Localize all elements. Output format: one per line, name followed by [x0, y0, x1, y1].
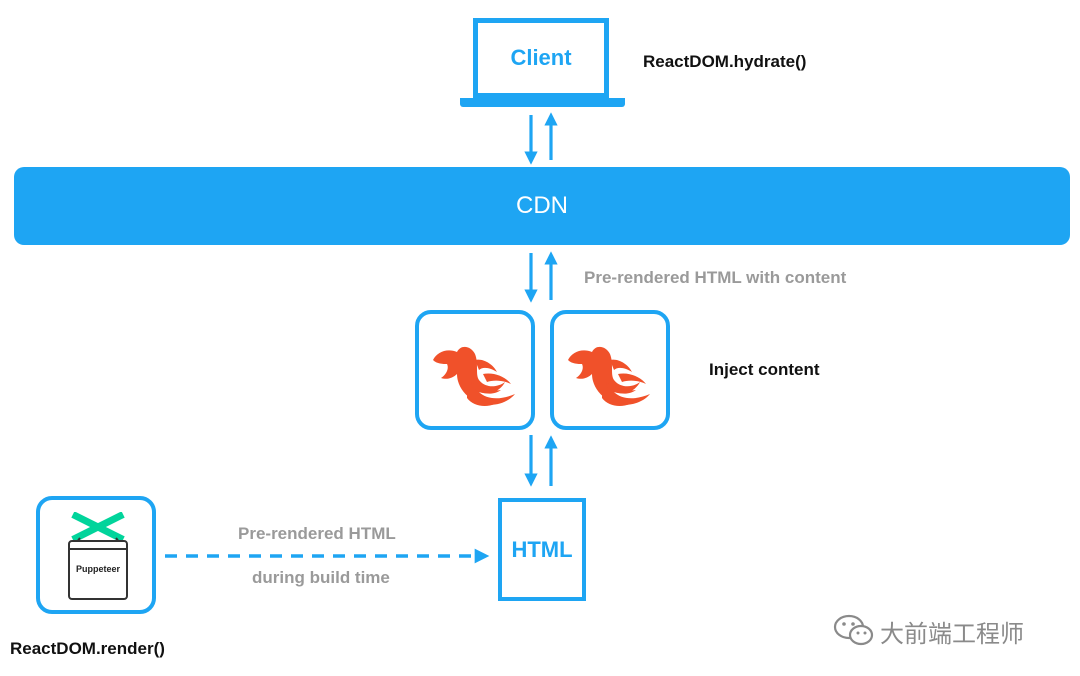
client-laptop-icon: Client [473, 18, 609, 98]
laptop-base [460, 98, 625, 107]
puppeteer-box: Puppeteer [36, 496, 156, 614]
phoenix-box-left [415, 310, 535, 430]
client-label: Client [510, 45, 572, 70]
hydrate-label: ReactDOM.hydrate() [643, 52, 807, 71]
cdn-label: CDN [516, 192, 568, 219]
browser-titlebar [70, 542, 126, 550]
build-time-label: during build time [252, 568, 390, 587]
puppeteer-label: Puppeteer [75, 564, 120, 574]
prerendered-with-content-label: Pre-rendered HTML with content [584, 268, 847, 287]
puppeteer-browser-window: Puppeteer [68, 540, 128, 600]
prerendered-html-label: Pre-rendered HTML [238, 524, 396, 543]
html-label: HTML [511, 536, 573, 562]
phoenix-box-right [550, 310, 670, 430]
watermark-text: 大前端工程师 [880, 620, 1024, 648]
inject-content-label: Inject content [709, 360, 820, 379]
html-box: HTML [498, 498, 586, 601]
cdn-bar: CDN [14, 167, 1070, 245]
phoenix-logo-icon [568, 346, 650, 406]
wechat-icon [833, 614, 874, 646]
render-label: ReactDOM.render() [10, 639, 165, 658]
phoenix-logo-icon [433, 346, 515, 406]
